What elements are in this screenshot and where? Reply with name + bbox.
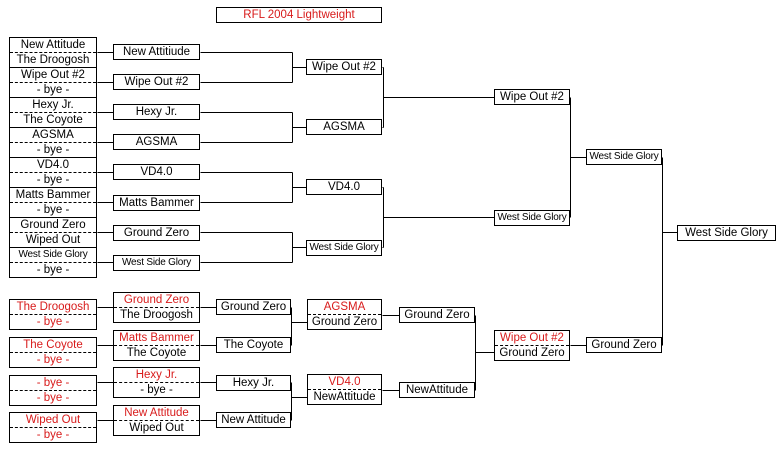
- lb-r4-m1-bottom: Ground Zero: [311, 316, 378, 328]
- lb-r2-m2-top: Matts Bammer: [114, 331, 199, 346]
- lb-r3-slot-3: Hexy Jr.: [216, 375, 291, 391]
- bracket-title: RFL 2004 Lightweight: [216, 7, 382, 23]
- lb-r4-m2-bottom: NewAttitude: [313, 391, 376, 403]
- wb-r1-m6-top: Matts Bammer: [10, 188, 96, 203]
- lb-r1-m1-top: The Droogosh: [10, 300, 96, 315]
- wb-r1-match-3: Hexy Jr. The Coyote: [9, 97, 97, 128]
- wb-r2-slot-7: Ground Zero: [113, 225, 200, 241]
- lb-r2-match-4: New Attitude Wiped Out: [113, 405, 200, 436]
- wb-r1-m4-top: AGSMA: [10, 128, 96, 143]
- lb-r4-match-1: AGSMA Ground Zero: [307, 299, 382, 330]
- lb-r3-slot-4: New Attitude: [216, 412, 291, 428]
- lb-r2-m2-bottom: The Coyote: [126, 347, 187, 359]
- wb-r1-m2-top: Wipe Out #2: [10, 68, 96, 83]
- lb-r1-m2-bottom: - bye -: [36, 354, 70, 366]
- lb-r1-match-2: The Coyote - bye -: [9, 337, 97, 368]
- wb-r2-slot-8: West Side Glory: [113, 255, 200, 271]
- lb-final-slot: Ground Zero: [586, 337, 662, 353]
- wb-r2-slot-4: AGSMA: [113, 134, 200, 150]
- wb-r3-slot-3: VD4.0: [306, 179, 382, 195]
- lb-r6-bottom: Ground Zero: [499, 347, 565, 359]
- lb-r2-match-2: Matts Bammer The Coyote: [113, 330, 200, 361]
- wb-r1-m8-bottom: - bye -: [36, 264, 70, 276]
- lb-r2-m3-bottom: - bye -: [140, 384, 173, 396]
- wb-r3-slot-2: AGSMA: [306, 119, 382, 135]
- wb-r1-match-7: Ground Zero Wiped Out: [9, 217, 97, 248]
- lb-r2-m3-top: Hexy Jr.: [114, 368, 199, 383]
- lb-r4-m1-top: AGSMA: [308, 300, 381, 315]
- lb-r5-slot-2: NewAttitude: [399, 382, 475, 398]
- wb-r2-slot-6: Matts Bammer: [113, 195, 200, 211]
- lb-r1-match-4: Wiped Out - bye -: [9, 412, 97, 443]
- lb-r2-m1-top: Ground Zero: [114, 293, 199, 308]
- lb-r6-top: Wipe Out #2: [495, 331, 569, 346]
- lb-r1-m2-top: The Coyote: [10, 338, 96, 353]
- champion-slot: West Side Glory: [677, 225, 776, 241]
- wb-r1-m1-top: New Attitude: [10, 38, 96, 53]
- wb-r2-slot-2: Wipe Out #2: [113, 74, 200, 90]
- wb-r1-m3-bottom: The Coyote: [23, 114, 83, 126]
- wb-r1-match-1: New Attitude The Droogosh: [9, 37, 97, 68]
- wb-r1-match-4: AGSMA - bye -: [9, 127, 97, 158]
- lb-r4-match-2: VD4.0 NewAttitude: [307, 374, 382, 405]
- lb-r3-slot-1: Ground Zero: [216, 299, 291, 315]
- wb-r1-m6-bottom: - bye -: [36, 204, 70, 216]
- lb-r6-match: Wipe Out #2 Ground Zero: [494, 330, 570, 361]
- wb-r2-slot-1: New Attitiude: [113, 44, 200, 60]
- wb-r3-slot-4: West Side Glory: [306, 240, 382, 256]
- wb-final-slot: West Side Glory: [586, 149, 662, 165]
- wb-r1-m7-top: Ground Zero: [10, 218, 96, 233]
- lb-r5-slot-1: Ground Zero: [399, 307, 475, 323]
- wb-r1-match-2: Wipe Out #2 - bye -: [9, 67, 97, 98]
- wb-r1-m1-bottom: The Droogosh: [16, 54, 90, 66]
- lb-r1-m3-bottom: - bye -: [36, 392, 70, 404]
- lb-r2-match-1: Ground Zero The Droogosh: [113, 292, 200, 323]
- wb-r1-m5-top: VD4.0: [10, 158, 96, 173]
- wb-r1-m7-bottom: Wiped Out: [25, 234, 81, 246]
- lb-r1-m4-top: Wiped Out: [10, 413, 96, 428]
- wb-r1-m2-bottom: - bye -: [36, 84, 70, 96]
- lb-r3-slot-2: The Coyote: [216, 337, 291, 353]
- wb-r1-m5-bottom: - bye -: [36, 174, 70, 186]
- lb-r1-m4-bottom: - bye -: [36, 429, 70, 441]
- wb-r1-match-8: West Side Glory - bye -: [9, 247, 97, 278]
- wb-r1-m8-top: West Side Glory: [10, 248, 96, 263]
- lb-r2-match-3: Hexy Jr. - bye -: [113, 367, 200, 398]
- wb-r1-match-5: VD4.0 - bye -: [9, 157, 97, 188]
- wb-r4-slot-2: West Side Glory: [494, 210, 570, 226]
- lb-r1-match-3: - bye - - bye -: [9, 375, 97, 406]
- wb-r1-m4-bottom: - bye -: [36, 144, 70, 156]
- lb-r2-m4-bottom: Wiped Out: [129, 422, 184, 434]
- lb-r1-m1-bottom: - bye -: [36, 316, 70, 328]
- wb-r1-m3-top: Hexy Jr.: [10, 98, 96, 113]
- wb-r3-slot-1: Wipe Out #2: [306, 59, 382, 75]
- lb-r1-m3-top: - bye -: [10, 376, 96, 391]
- wb-r1-match-6: Matts Bammer - bye -: [9, 187, 97, 218]
- lb-r2-m4-top: New Attitude: [114, 406, 199, 421]
- wb-r2-slot-3: Hexy Jr.: [113, 104, 200, 120]
- wb-r4-slot-1: Wipe Out #2: [494, 89, 570, 105]
- lb-r1-match-1: The Droogosh - bye -: [9, 299, 97, 330]
- lb-r4-m2-top: VD4.0: [308, 375, 381, 390]
- lb-r2-m1-bottom: The Droogosh: [120, 309, 193, 321]
- wb-r2-slot-5: VD4.0: [113, 164, 200, 180]
